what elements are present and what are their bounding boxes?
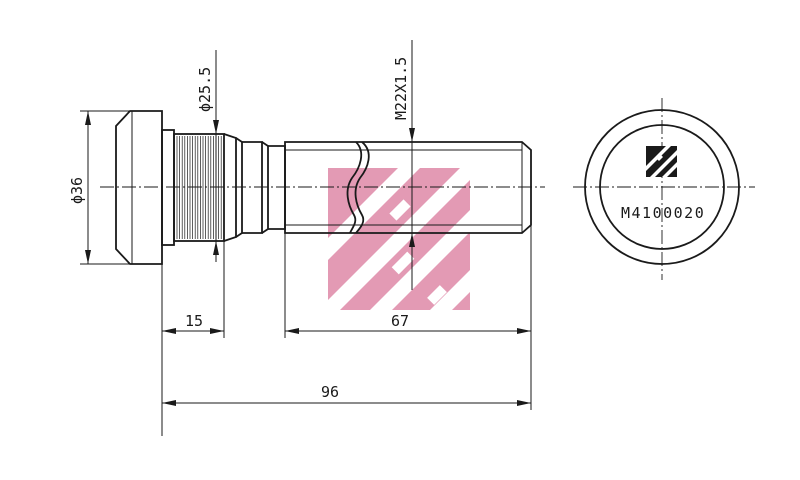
- manufacturer-logo-icon: [646, 146, 677, 177]
- dim-knurl-diameter: [213, 50, 219, 262]
- dim-thread: [409, 40, 415, 290]
- part-number: M4100020: [621, 204, 705, 222]
- knurled-section: [161, 129, 225, 246]
- dim-knurl-length-label: 15: [185, 312, 203, 330]
- dim-knurl-length: [161, 241, 225, 436]
- dim-thread-label: M22X1.5: [392, 57, 410, 120]
- dim-head-diameter-label: ϕ36: [68, 177, 86, 204]
- dim-total-length: [162, 400, 531, 406]
- dim-total-length-label: 96: [321, 383, 339, 401]
- dim-thread-length-label: 67: [391, 312, 409, 330]
- dim-knurl-diameter-label: ϕ25.5: [196, 67, 214, 112]
- dim-head-diameter: [80, 110, 130, 265]
- watermark-logo: [328, 168, 470, 310]
- bolt-head: [115, 110, 163, 265]
- neck-section: [223, 133, 286, 242]
- end-view: [584, 109, 740, 265]
- dim-thread-length: [284, 225, 532, 410]
